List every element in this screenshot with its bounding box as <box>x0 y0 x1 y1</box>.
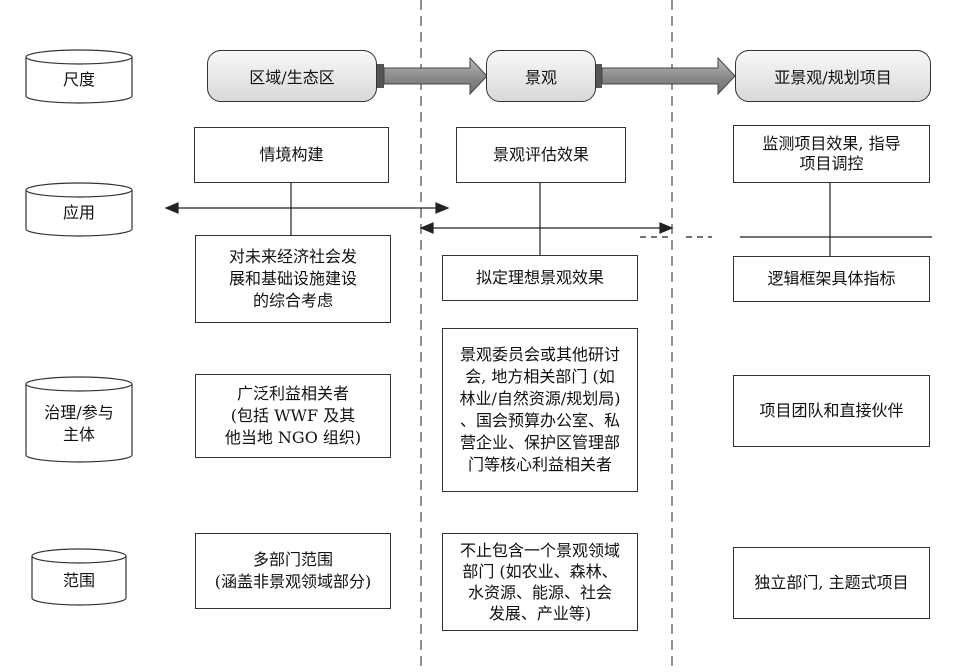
box-scenario-building-text: 情境构建 <box>259 145 324 164</box>
box-future-considerations-text: 对未来经济社会发 展和基础设施建设 的综合考虑 <box>228 247 357 310</box>
row-label-application: 应用 <box>62 203 95 222</box>
cylinder-scale <box>25 49 133 104</box>
box-ideal-landscape: 拟定理想景观效果 <box>442 255 638 301</box>
scale-pill-regional-label: 区域/生态区 <box>249 68 335 87</box>
box-monitoring-text: 监测项目效果, 指导 项目调控 <box>762 134 901 173</box>
box-independent-department-text: 独立部门, 主题式项目 <box>754 573 909 592</box>
box-core-stakeholders: 景观委员会或其他研讨 会, 地方相关部门 (如 林业/自然资源/规划局) 、国会… <box>442 328 638 492</box>
box-monitoring: 监测项目效果, 指导 项目调控 <box>733 125 930 183</box>
box-broad-stakeholders-text: 广泛利益相关者 (包括 WWF 及其 他当地 NGO 组织) <box>224 384 362 447</box>
box-landscape-assessment: 景观评估效果 <box>456 127 626 183</box>
box-project-team: 项目团队和直接伙伴 <box>733 375 930 447</box>
box-future-considerations: 对未来经济社会发 展和基础设施建设 的综合考虑 <box>195 235 391 323</box>
cylinder-application <box>25 182 133 237</box>
row-label-scale: 尺度 <box>62 70 95 89</box>
box-multisector-scope-text: 多部门范围 (涵盖非景观领域部分) <box>214 550 372 591</box>
scale-pill-regional: 区域/生态区 <box>207 50 377 102</box>
box-logframe-indicators: 逻辑框架具体指标 <box>733 256 930 302</box>
connector-col1 <box>164 182 450 235</box>
row-label-governance: 治理/参与 主体 <box>44 403 114 444</box>
box-broad-stakeholders: 广泛利益相关者 (包括 WWF 及其 他当地 NGO 组织) <box>195 374 391 458</box>
box-project-team-text: 项目团队和直接伙伴 <box>759 401 904 420</box>
scale-pill-landscape: 景观 <box>486 50 596 102</box>
box-logframe-indicators-text: 逻辑框架具体指标 <box>767 269 896 288</box>
scale-arrow-2 <box>594 56 736 96</box>
row-label-scope: 范围 <box>62 571 95 590</box>
box-core-stakeholders-text: 景观委员会或其他研讨 会, 地方相关部门 (如 林业/自然资源/规划局) 、国会… <box>459 345 621 474</box>
scale-pill-sub-label: 亚景观/规划项目 <box>774 68 892 87</box>
box-multi-department-text: 不止包含一个景观领域 部门 (如农业、森林、 水资源、能源、社会 发展、产业等) <box>459 541 620 623</box>
cylinder-scope <box>31 548 127 606</box>
box-multisector-scope: 多部门范围 (涵盖非景观领域部分) <box>195 533 391 609</box>
box-independent-department: 独立部门, 主题式项目 <box>733 547 930 619</box>
cylinder-governance <box>25 376 133 463</box>
box-scenario-building: 情境构建 <box>194 127 389 183</box>
box-multi-department: 不止包含一个景观领域 部门 (如农业、森林、 水资源、能源、社会 发展、产业等) <box>442 533 638 631</box>
scale-pill-sub: 亚景观/规划项目 <box>735 50 931 102</box>
connector-col3 <box>640 183 932 256</box>
scale-pill-landscape-label: 景观 <box>524 68 557 87</box>
scale-arrow-1 <box>376 56 488 96</box>
connector-col2 <box>419 182 674 255</box>
box-ideal-landscape-text: 拟定理想景观效果 <box>475 268 604 287</box>
box-landscape-assessment-text: 景观评估效果 <box>492 145 589 164</box>
